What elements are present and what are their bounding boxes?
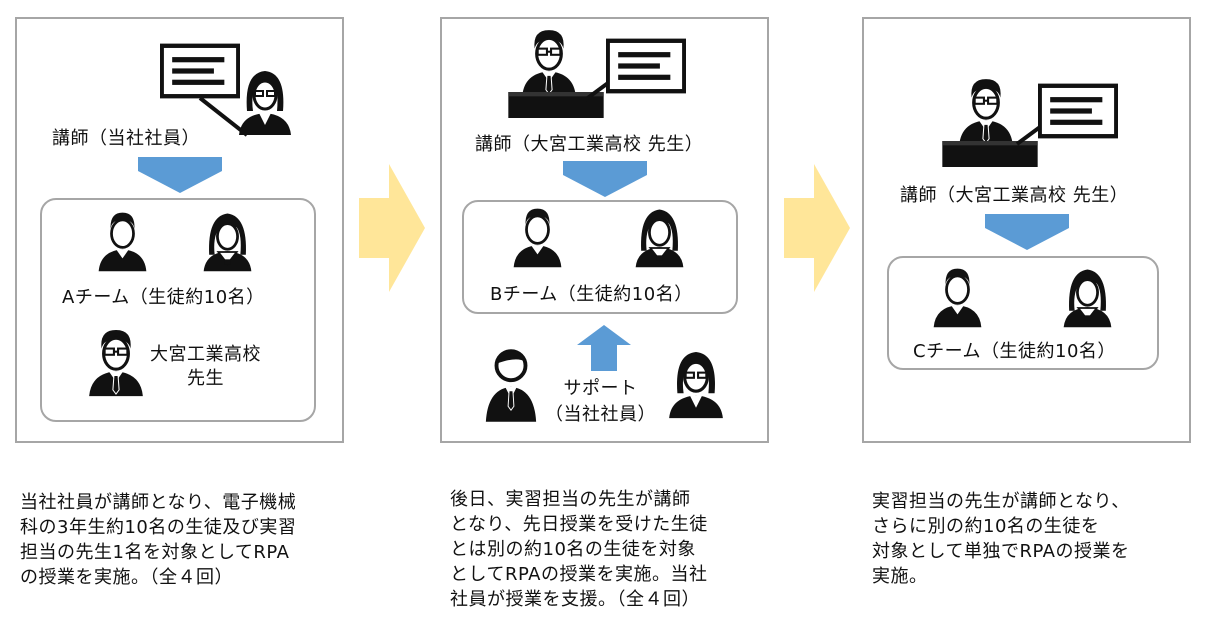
male-supporter-icon	[483, 349, 539, 424]
female-instructor-icon	[237, 69, 293, 137]
support-label-line2: （当社社員）	[545, 404, 656, 425]
male-student-icon	[512, 207, 563, 269]
description-step-1: 当社社員が講師となり、電子機械 科の3年生約10名の生徒及び実習 担当の先生1名…	[20, 492, 297, 588]
teacher-label-line1: 大宮工業高校	[150, 344, 261, 365]
female-student-icon	[202, 212, 253, 273]
teacher-label-line2: 先生	[187, 368, 224, 389]
down-arrow-icon	[138, 157, 222, 193]
right-arrow-icon-1	[359, 164, 425, 292]
team-a-box	[40, 198, 316, 422]
instructor-label: 講師（大宮工業高校 先生）	[475, 134, 704, 155]
female-supporter-icon	[667, 350, 725, 420]
instructor-label: 講師（大宮工業高校 先生）	[900, 185, 1129, 206]
team-b-label: Bチーム（生徒約10名）	[490, 284, 693, 305]
teacher-label: 大宮工業高校 先生	[150, 343, 261, 391]
team-a-label: Aチーム（生徒約10名）	[62, 287, 265, 308]
whiteboard-icon	[606, 37, 686, 95]
support-label: サポート （当社社員）	[545, 376, 656, 428]
description-step-3: 実習担当の先生が講師となり、 さらに別の約10名の生徒を 対象として単独でRPA…	[872, 491, 1130, 587]
right-arrow-icon-2	[784, 164, 850, 292]
team-c-box	[887, 256, 1159, 370]
male-teacher-instructor-icon	[520, 28, 578, 98]
whiteboard-icon	[160, 42, 240, 100]
male-student-icon	[932, 267, 983, 329]
whiteboard-icon	[1038, 82, 1118, 140]
teacher-icon	[87, 328, 145, 398]
down-arrow-icon	[563, 161, 647, 197]
description-step-2: 後日、実習担当の先生が講師 となり、先日授業を受けた生徒 とは別の約10名の生徒…	[450, 489, 708, 610]
pointer-stick-icon	[198, 96, 249, 137]
team-c-label: Cチーム（生徒約10名）	[913, 341, 1116, 362]
male-student-icon	[97, 211, 148, 273]
male-teacher-instructor-icon	[957, 77, 1015, 147]
up-arrow-icon	[577, 325, 631, 371]
pointer-stick-icon	[583, 81, 610, 102]
female-student-icon	[1062, 268, 1113, 329]
instructor-label: 講師（当社社員）	[52, 128, 200, 149]
team-b-box	[462, 200, 738, 314]
pointer-stick-icon	[1015, 125, 1042, 146]
support-label-line1: サポート	[563, 378, 638, 399]
down-arrow-icon	[985, 214, 1069, 250]
female-student-icon	[634, 208, 685, 269]
